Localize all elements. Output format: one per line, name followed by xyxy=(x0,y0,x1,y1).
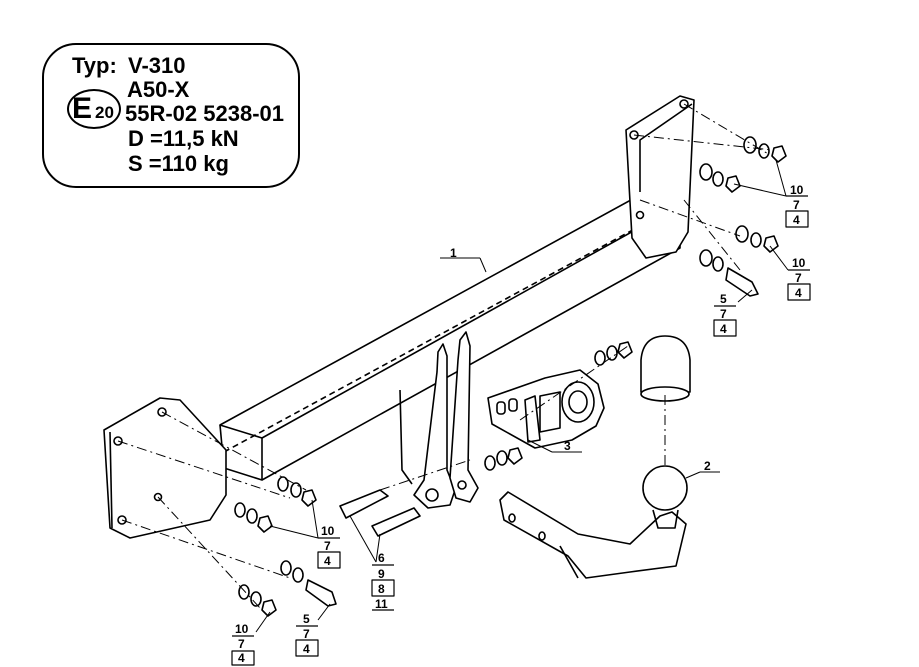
bottom-nut-4: 4 xyxy=(238,651,245,665)
approval-mark-letter: E xyxy=(72,92,93,125)
ball-cap xyxy=(640,335,691,402)
right-nut-7: 7 xyxy=(795,271,802,285)
right-nut-4: 4 xyxy=(795,286,802,300)
typ-label: Typ: xyxy=(72,53,117,78)
left-mounting-bracket xyxy=(103,397,227,539)
callout-3: 3 xyxy=(564,439,571,453)
center-bolt-8: 8 xyxy=(378,582,385,596)
top-nut-4: 4 xyxy=(793,213,800,227)
mid-nut-4: 4 xyxy=(324,554,331,568)
lower-bolt-7: 7 xyxy=(303,627,310,641)
callout-2: 2 xyxy=(704,459,711,473)
model-code: A50-X xyxy=(127,77,190,102)
approval-mark-circle xyxy=(67,89,121,129)
d-value: D =11,5 kN xyxy=(128,126,239,151)
assembly-axes xyxy=(117,103,773,609)
approval-line: 55R-02 5238-01 xyxy=(125,101,285,126)
lower-bolt-5: 5 xyxy=(303,612,310,626)
hardware-left xyxy=(234,476,421,617)
top-nut-7: 7 xyxy=(793,198,800,212)
bottom-nut-10: 10 xyxy=(235,622,249,636)
right-nut-10: 10 xyxy=(792,256,806,270)
typ-value: V-310 xyxy=(128,53,186,78)
right-mounting-bracket xyxy=(625,95,695,259)
specification-box xyxy=(42,43,300,188)
callout-1: 1 xyxy=(450,246,457,260)
mid-nut-10: 10 xyxy=(321,524,335,538)
right-bolt-5: 5 xyxy=(720,292,727,306)
ball-neck xyxy=(499,465,688,579)
lower-bolt-4: 4 xyxy=(303,642,310,656)
approval-mark-number: 20 xyxy=(95,103,114,122)
mid-nut-7: 7 xyxy=(324,539,331,553)
right-bolt-7: 7 xyxy=(720,307,727,321)
hardware-socket xyxy=(484,341,633,471)
right-bolt-4: 4 xyxy=(720,322,727,336)
bottom-nut-7: 7 xyxy=(238,637,245,651)
top-nut-10: 10 xyxy=(790,183,804,197)
callout-frames xyxy=(231,195,811,666)
socket-plate xyxy=(487,369,605,449)
center-bolt-6: 6 xyxy=(378,551,385,565)
center-bolt-11: 11 xyxy=(375,597,388,611)
crossbar-tube xyxy=(219,194,681,481)
callout-labels: 1 3 2 10 7 4 10 7 4 5 7 4 10 7 4 6 9 8 1… xyxy=(235,183,806,665)
drop-brackets xyxy=(399,331,479,509)
leader-lines xyxy=(255,159,789,633)
s-value: S =110 kg xyxy=(128,151,229,176)
hardware-top xyxy=(699,136,787,297)
center-bolt-9: 9 xyxy=(378,567,385,581)
